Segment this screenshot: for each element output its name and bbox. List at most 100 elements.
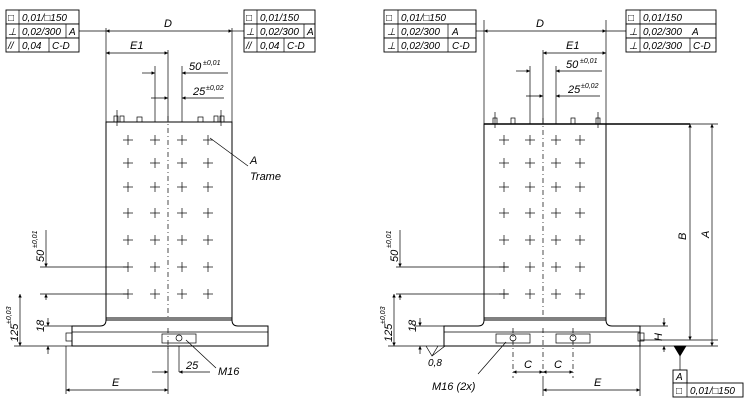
left-dim-50: 50 [189,61,202,73]
left-dim-50-tol: ±0,01 [203,60,221,67]
right-dim-E1: E1 [566,40,579,52]
right-view: □ 0,01/□150 ⊥ 0,02/300 A ⊥ 0,02/300 C-D … [380,9,744,398]
right-grid-cross [575,208,585,218]
left-plate-body [105,121,233,321]
right-tolR-sym-1: ⊥ [629,27,638,38]
left-grid-cross [150,235,160,245]
right-grid-cross [575,135,585,145]
right-grid-cross [575,235,585,245]
left-vdim-18: 18 [35,319,47,332]
left-hole-grid [123,135,213,299]
right-tolR-val-2: 0,02/300 [643,41,682,52]
right-grid-cross [551,208,561,218]
right-tolL-val-2: 0,02/300 [401,41,440,52]
left-vdim-125: 125 [9,323,21,342]
right-tolL-dat-1: A [451,27,459,38]
left-label-M16: M16 [218,366,240,378]
left-grid-cross [123,182,133,192]
right-tolR-sym-0: □ [628,13,634,24]
right-grid-cross [525,262,535,272]
right-grid-cross [551,235,561,245]
left-grid-cross [203,208,213,218]
left-dim-25b: 25 [185,360,199,372]
left-grid-cross [203,262,213,272]
right-dim-50: 50 [566,59,579,71]
right-tolR-val-0: 0,01/150 [643,13,682,24]
left-tolL-sym-2: // [7,41,15,52]
left-tolR-sym-2: // [245,41,253,52]
left-tolR-val-2: 0,04 [260,41,280,52]
left-tolL-val-0: 0,01/□150 [22,13,67,24]
left-grid-cross [150,208,160,218]
right-dim-C1: C [524,359,532,371]
left-grid-cross [177,235,187,245]
right-tolR-val-1: 0,02/300 [643,27,682,38]
left-top-fixtures [113,110,225,126]
right-flat-sym: □ [676,386,682,397]
right-grid-cross [525,158,535,168]
right-grid-cross [551,262,561,272]
left-tolL-val-2: 0,04 [22,41,42,52]
right-grid-cross [499,208,509,218]
right-grid-cross [499,135,509,145]
left-grid-cross [123,135,133,145]
right-grid-cross [551,135,561,145]
left-grid-cross [150,262,160,272]
right-tolR-dat-2: C-D [693,41,711,52]
left-grid-cross [150,289,160,299]
right-grid-cross [551,289,561,299]
left-tolR-val-0: 0,01/150 [260,13,299,24]
right-plate-body [483,123,607,321]
right-vdim-A: A [700,231,712,239]
right-grid-cross [525,289,535,299]
right-vdim-H: H [653,333,665,341]
left-grid-cross [123,208,133,218]
left-tolL-dat-1: A [68,27,76,38]
right-vdim-B: B [677,233,689,240]
left-tolR-dat-1: A [306,27,314,38]
right-dim-D: D [536,18,544,30]
left-grid-cross [203,235,213,245]
right-grid-cross [525,208,535,218]
left-tolR-dat-2: C-D [287,41,305,52]
left-dim-E1: E1 [130,40,143,52]
left-grid-cross [177,208,187,218]
left-vdim-50-tol: ±0,01 [32,230,39,248]
left-vdim-50: 50 [35,249,47,262]
right-grid-cross [575,158,585,168]
left-dim-E: E [112,377,120,389]
right-grid-cross [499,182,509,192]
right-tolerance-frame-right: □ 0,01/150 ⊥ 0,02/300 A ⊥ 0,02/300 C-D [606,9,717,53]
right-dim-E: E [594,377,602,389]
left-grid-cross [177,158,187,168]
right-dim-C2: C [554,359,562,371]
right-tolL-val-0: 0,01/□150 [401,13,446,24]
left-grid-cross [123,158,133,168]
right-vdim-50: 50 [389,249,401,262]
left-tolR-sym-1: ⊥ [246,27,255,38]
right-grid-cross [575,182,585,192]
right-label-M16: M16 (2x) [432,381,476,393]
left-grid-cross [150,158,160,168]
right-grid-cross [551,158,561,168]
right-flat-val: 0,01/□150 [690,386,735,397]
left-dim-25-tol: ±0,02 [206,85,224,92]
left-grid-cross [150,135,160,145]
left-grid-cross [177,182,187,192]
right-tolL-val-1: 0,02/300 [401,27,440,38]
right-grid-cross [551,182,561,192]
right-dim-25: 25 [567,84,581,96]
left-tolL-val-1: 0,02/300 [22,27,61,38]
right-vdim-18: 18 [407,319,419,332]
right-datum-A: A [675,372,683,383]
left-grid-cross [203,135,213,145]
right-grid-cross [575,289,585,299]
right-tolL-sym-2: ⊥ [387,41,396,52]
left-dim-25: 25 [192,86,206,98]
right-vdim-125: 125 [383,323,395,342]
left-view: □ 0,01/□150 ⊥ 0,02/300 A // 0,04 C-D □ 0… [5,9,316,394]
right-dim-50-tol: ±0,01 [580,58,598,65]
right-tolL-sym-0: □ [386,13,392,24]
left-tolL-sym-0: □ [8,13,14,24]
right-tolerance-frame-left: □ 0,01/□150 ⊥ 0,02/300 A ⊥ 0,02/300 C-D [383,9,484,53]
